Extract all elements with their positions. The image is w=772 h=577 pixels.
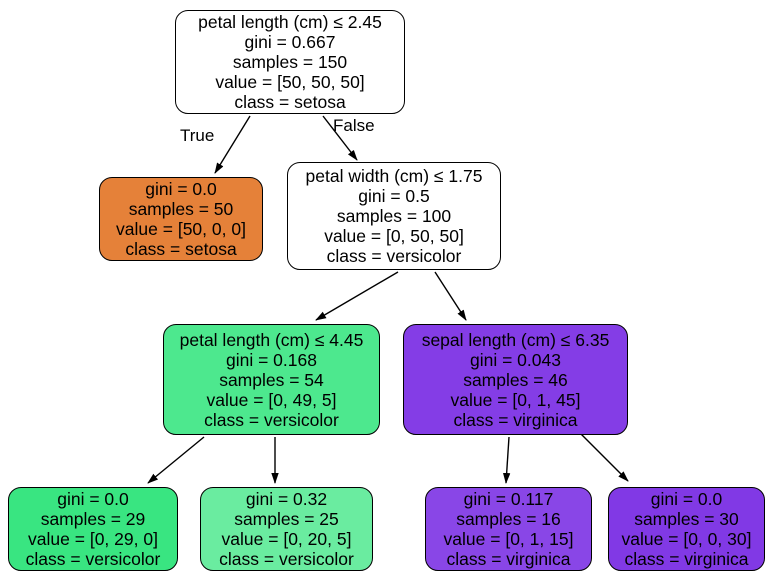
node-class: class = setosa	[234, 92, 346, 112]
edge-sepal-length-to-leaf-virginica-pure	[579, 432, 629, 482]
node-value: value = [50, 50, 50]	[215, 72, 365, 92]
node-samples: samples = 100	[336, 206, 452, 226]
node-gini: gini = 0.5	[358, 186, 430, 206]
tree-node-leaf-virginica-pure: gini = 0.0 samples = 30 value = [0, 0, 3…	[608, 487, 765, 571]
edge-label-false: False	[333, 116, 375, 135]
node-split-condition: petal width (cm) ≤ 1.75	[305, 166, 483, 186]
node-class: class = virginica	[624, 549, 749, 569]
node-class: class = versicolor	[25, 549, 161, 569]
node-split-condition: sepal length (cm) ≤ 6.35	[421, 329, 610, 350]
node-value: value = [0, 20, 5]	[221, 529, 352, 549]
node-gini: gini = 0.667	[244, 32, 336, 52]
node-value: value = [0, 29, 0]	[28, 529, 158, 549]
tree-node-sepal-length-split: sepal length (cm) ≤ 6.35 gini = 0.043 sa…	[403, 324, 628, 435]
node-samples: samples = 25	[234, 509, 339, 529]
tree-node-leaf-versicolor-pure: gini = 0.0 samples = 29 value = [0, 29, …	[8, 487, 178, 571]
node-samples: samples = 30	[634, 509, 739, 529]
node-samples: samples = 54	[219, 369, 324, 390]
node-gini: gini = 0.0	[57, 489, 129, 509]
node-split-condition: petal length (cm) ≤ 4.45	[179, 329, 364, 350]
node-value: value = [0, 1, 15]	[443, 529, 574, 549]
node-gini: gini = 0.117	[463, 489, 554, 509]
node-samples: samples = 50	[128, 199, 234, 219]
node-samples: samples = 150	[232, 52, 348, 72]
edge-petal-width-to-petal-length	[315, 271, 399, 321]
node-samples: samples = 16	[456, 509, 561, 529]
edge-petal-length-to-leaf-versicolor-pure	[147, 436, 205, 484]
node-class: class = virginica	[453, 409, 578, 430]
node-class: class = versicolor	[326, 246, 462, 266]
node-gini: gini = 0.043	[470, 349, 561, 370]
tree-node-root: petal length (cm) ≤ 2.45 gini = 0.667 sa…	[175, 10, 405, 114]
node-gini: gini = 0.0	[650, 489, 723, 509]
edge-label-true: True	[180, 126, 215, 145]
node-gini: gini = 0.32	[245, 489, 328, 509]
node-value: value = [0, 0, 30]	[621, 529, 752, 549]
node-value: value = [0, 50, 50]	[324, 226, 464, 246]
node-class: class = virginica	[446, 549, 571, 569]
node-class: class = versicolor	[219, 549, 354, 569]
node-gini: gini = 0.168	[226, 349, 317, 370]
tree-node-leaf-versicolor-mixed: gini = 0.32 samples = 25 value = [0, 20,…	[200, 487, 373, 571]
node-samples: samples = 29	[40, 509, 146, 529]
node-value: value = [0, 49, 5]	[206, 389, 337, 410]
node-class: class = versicolor	[204, 409, 339, 430]
tree-node-leaf-virginica-mixed: gini = 0.117 samples = 16 value = [0, 1,…	[425, 487, 592, 571]
node-value: value = [50, 0, 0]	[116, 219, 246, 239]
tree-node-petal-width-split: petal width (cm) ≤ 1.75 gini = 0.5 sampl…	[287, 162, 501, 270]
node-samples: samples = 46	[463, 369, 568, 390]
tree-node-leaf-setosa: gini = 0.0 samples = 50 value = [50, 0, …	[99, 177, 263, 261]
edge-sepal-length-to-leaf-virginica-mixed	[502, 436, 511, 484]
edge-root-to-setosa-leaf	[214, 115, 251, 174]
node-split-condition: petal length (cm) ≤ 2.45	[198, 12, 382, 32]
tree-node-petal-length-split: petal length (cm) ≤ 4.45 gini = 0.168 sa…	[163, 324, 380, 435]
edge-root-to-petal-width	[322, 115, 358, 161]
node-value: value = [0, 1, 45]	[450, 389, 581, 410]
node-class: class = setosa	[125, 239, 237, 259]
edge-petal-width-to-sepal-length	[434, 271, 467, 321]
node-gini: gini = 0.0	[145, 179, 217, 199]
